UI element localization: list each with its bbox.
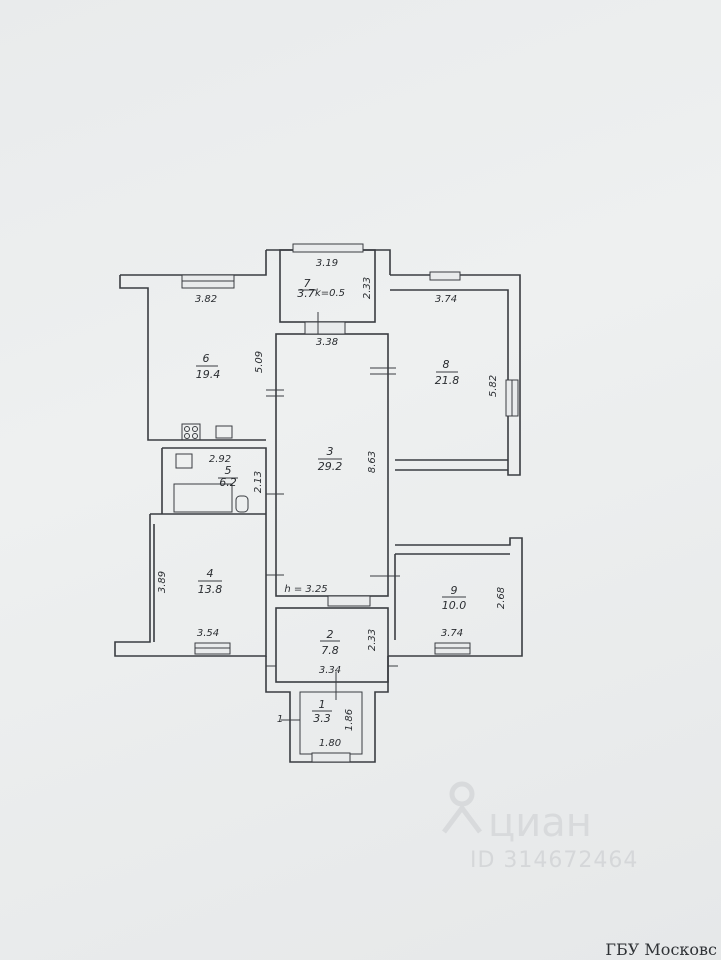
svg-text:3.74: 3.74	[435, 294, 457, 305]
svg-text:3.89: 3.89	[157, 571, 168, 593]
svg-text:2.33: 2.33	[367, 629, 378, 651]
svg-text:2.92: 2.92	[209, 454, 231, 465]
svg-text:3.82: 3.82	[195, 294, 217, 305]
room-area: 3.7	[297, 287, 315, 300]
svg-text:5.09: 5.09	[254, 351, 265, 373]
walls	[114, 249, 523, 763]
dimensions: 3.82 5.09 3.19 2.33 3.38 3.74 5.82 2.92 …	[157, 258, 507, 749]
room-area: 10.0	[442, 599, 467, 612]
room-number: 9	[451, 584, 458, 597]
room-number: 7	[304, 277, 311, 290]
room-number: 3	[327, 445, 334, 458]
windows	[181, 243, 519, 763]
toilet-icon	[235, 495, 249, 513]
room-area: 13.8	[198, 583, 223, 596]
svg-text:1.86: 1.86	[344, 709, 355, 731]
kitchen-sink-icon	[215, 425, 233, 439]
room-number: 4	[207, 567, 214, 580]
room-coef: k=0.5	[315, 288, 345, 299]
svg-text:3.19: 3.19	[316, 258, 338, 269]
entrance-marker: 1	[277, 714, 283, 725]
watermark-id: ID 314672464	[470, 848, 639, 873]
svg-text:2.68: 2.68	[496, 587, 507, 609]
washbasin-icon	[175, 453, 193, 469]
svg-text:3.38: 3.38	[316, 337, 338, 348]
room-number: 6	[203, 352, 210, 365]
room-area: 7.8	[321, 644, 339, 657]
door-marks	[266, 312, 400, 700]
room-area: 19.4	[196, 368, 221, 381]
svg-text:3.74: 3.74	[441, 628, 463, 639]
svg-text:1.80: 1.80	[319, 738, 341, 749]
room-area: 6.2	[219, 476, 237, 489]
room-number: 2	[327, 628, 334, 641]
svg-text:3.34: 3.34	[319, 665, 341, 676]
svg-text:h = 3.25: h = 3.25	[284, 584, 327, 595]
room-area: 3.3	[313, 712, 331, 725]
room-number: 5	[225, 464, 232, 477]
room-number: 1	[319, 698, 326, 711]
room-number: 8	[443, 358, 450, 371]
watermark-brand: циан	[488, 800, 592, 846]
room-labels: 6 19.4 7 3.7 k=0.5 8 21.8 3 29.2 5 6.2 4…	[196, 277, 467, 725]
svg-text:8.63: 8.63	[367, 451, 378, 473]
cian-logo-icon	[442, 781, 482, 834]
bathtub-icon	[173, 483, 233, 513]
room-area: 29.2	[318, 460, 343, 473]
svg-text:5.82: 5.82	[488, 375, 499, 397]
stove-icon	[181, 423, 201, 441]
svg-text:2.33: 2.33	[362, 277, 373, 299]
fixtures	[173, 423, 249, 513]
svg-text:2.13: 2.13	[253, 471, 264, 493]
room-area: 21.8	[435, 374, 460, 387]
svg-text:3.54: 3.54	[197, 628, 219, 639]
footer-text: ГБУ Московс	[605, 940, 717, 959]
